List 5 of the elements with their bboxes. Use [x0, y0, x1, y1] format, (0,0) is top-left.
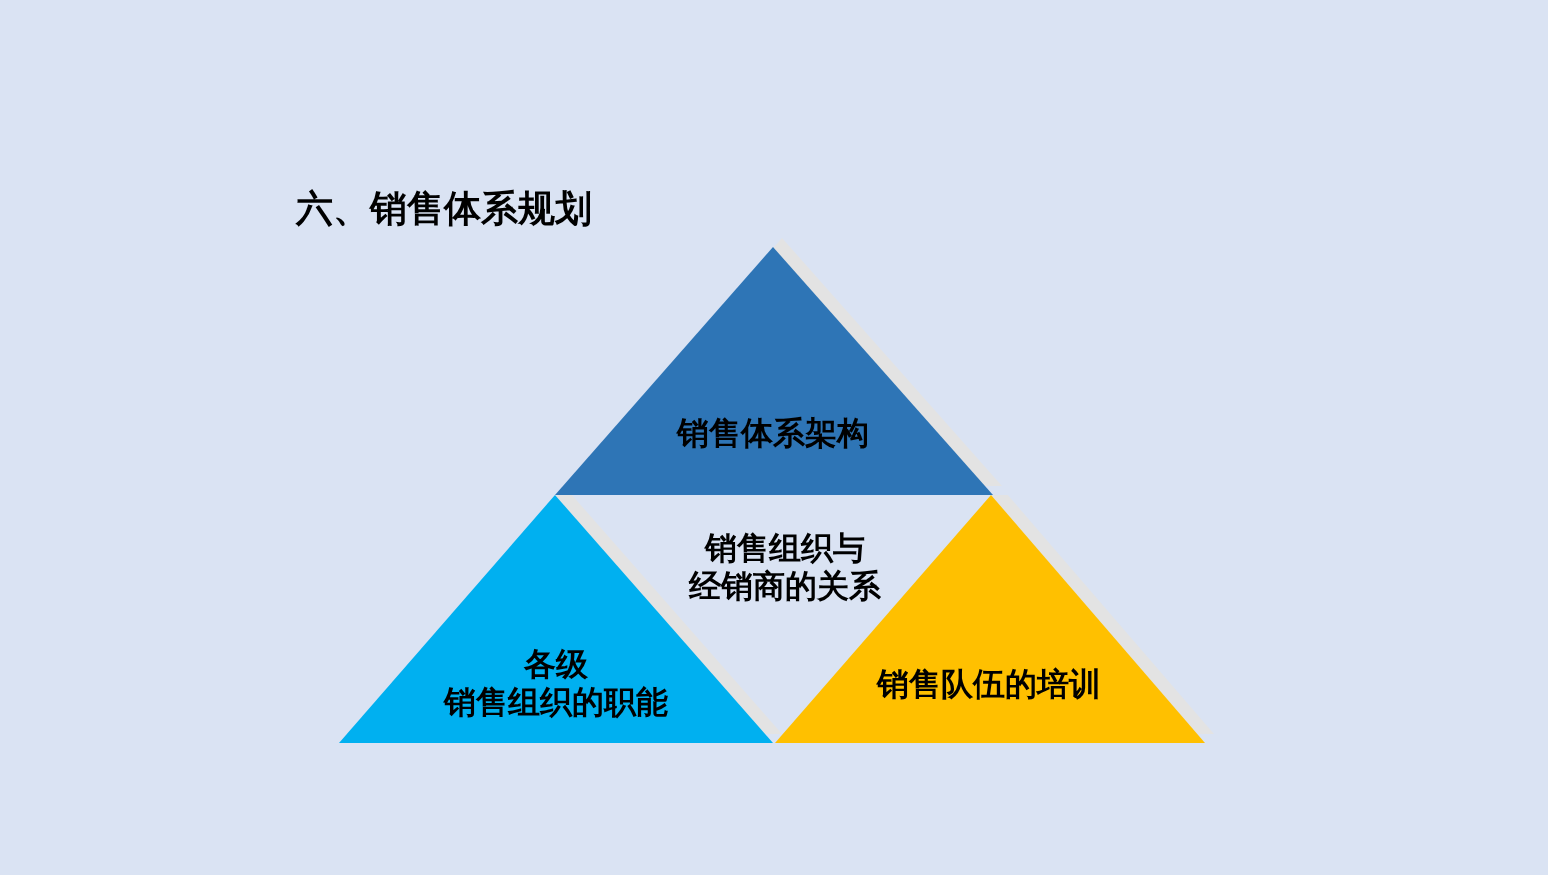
segment-label: 各级销售组织的职能 — [442, 645, 669, 721]
segment-label: 销售组织与经销商的关系 — [687, 529, 882, 605]
slide-title: 六、销售体系规划 — [296, 187, 592, 231]
segment-label: 销售队伍的培训 — [877, 665, 1101, 703]
segment-label: 销售体系架构 — [677, 414, 869, 452]
